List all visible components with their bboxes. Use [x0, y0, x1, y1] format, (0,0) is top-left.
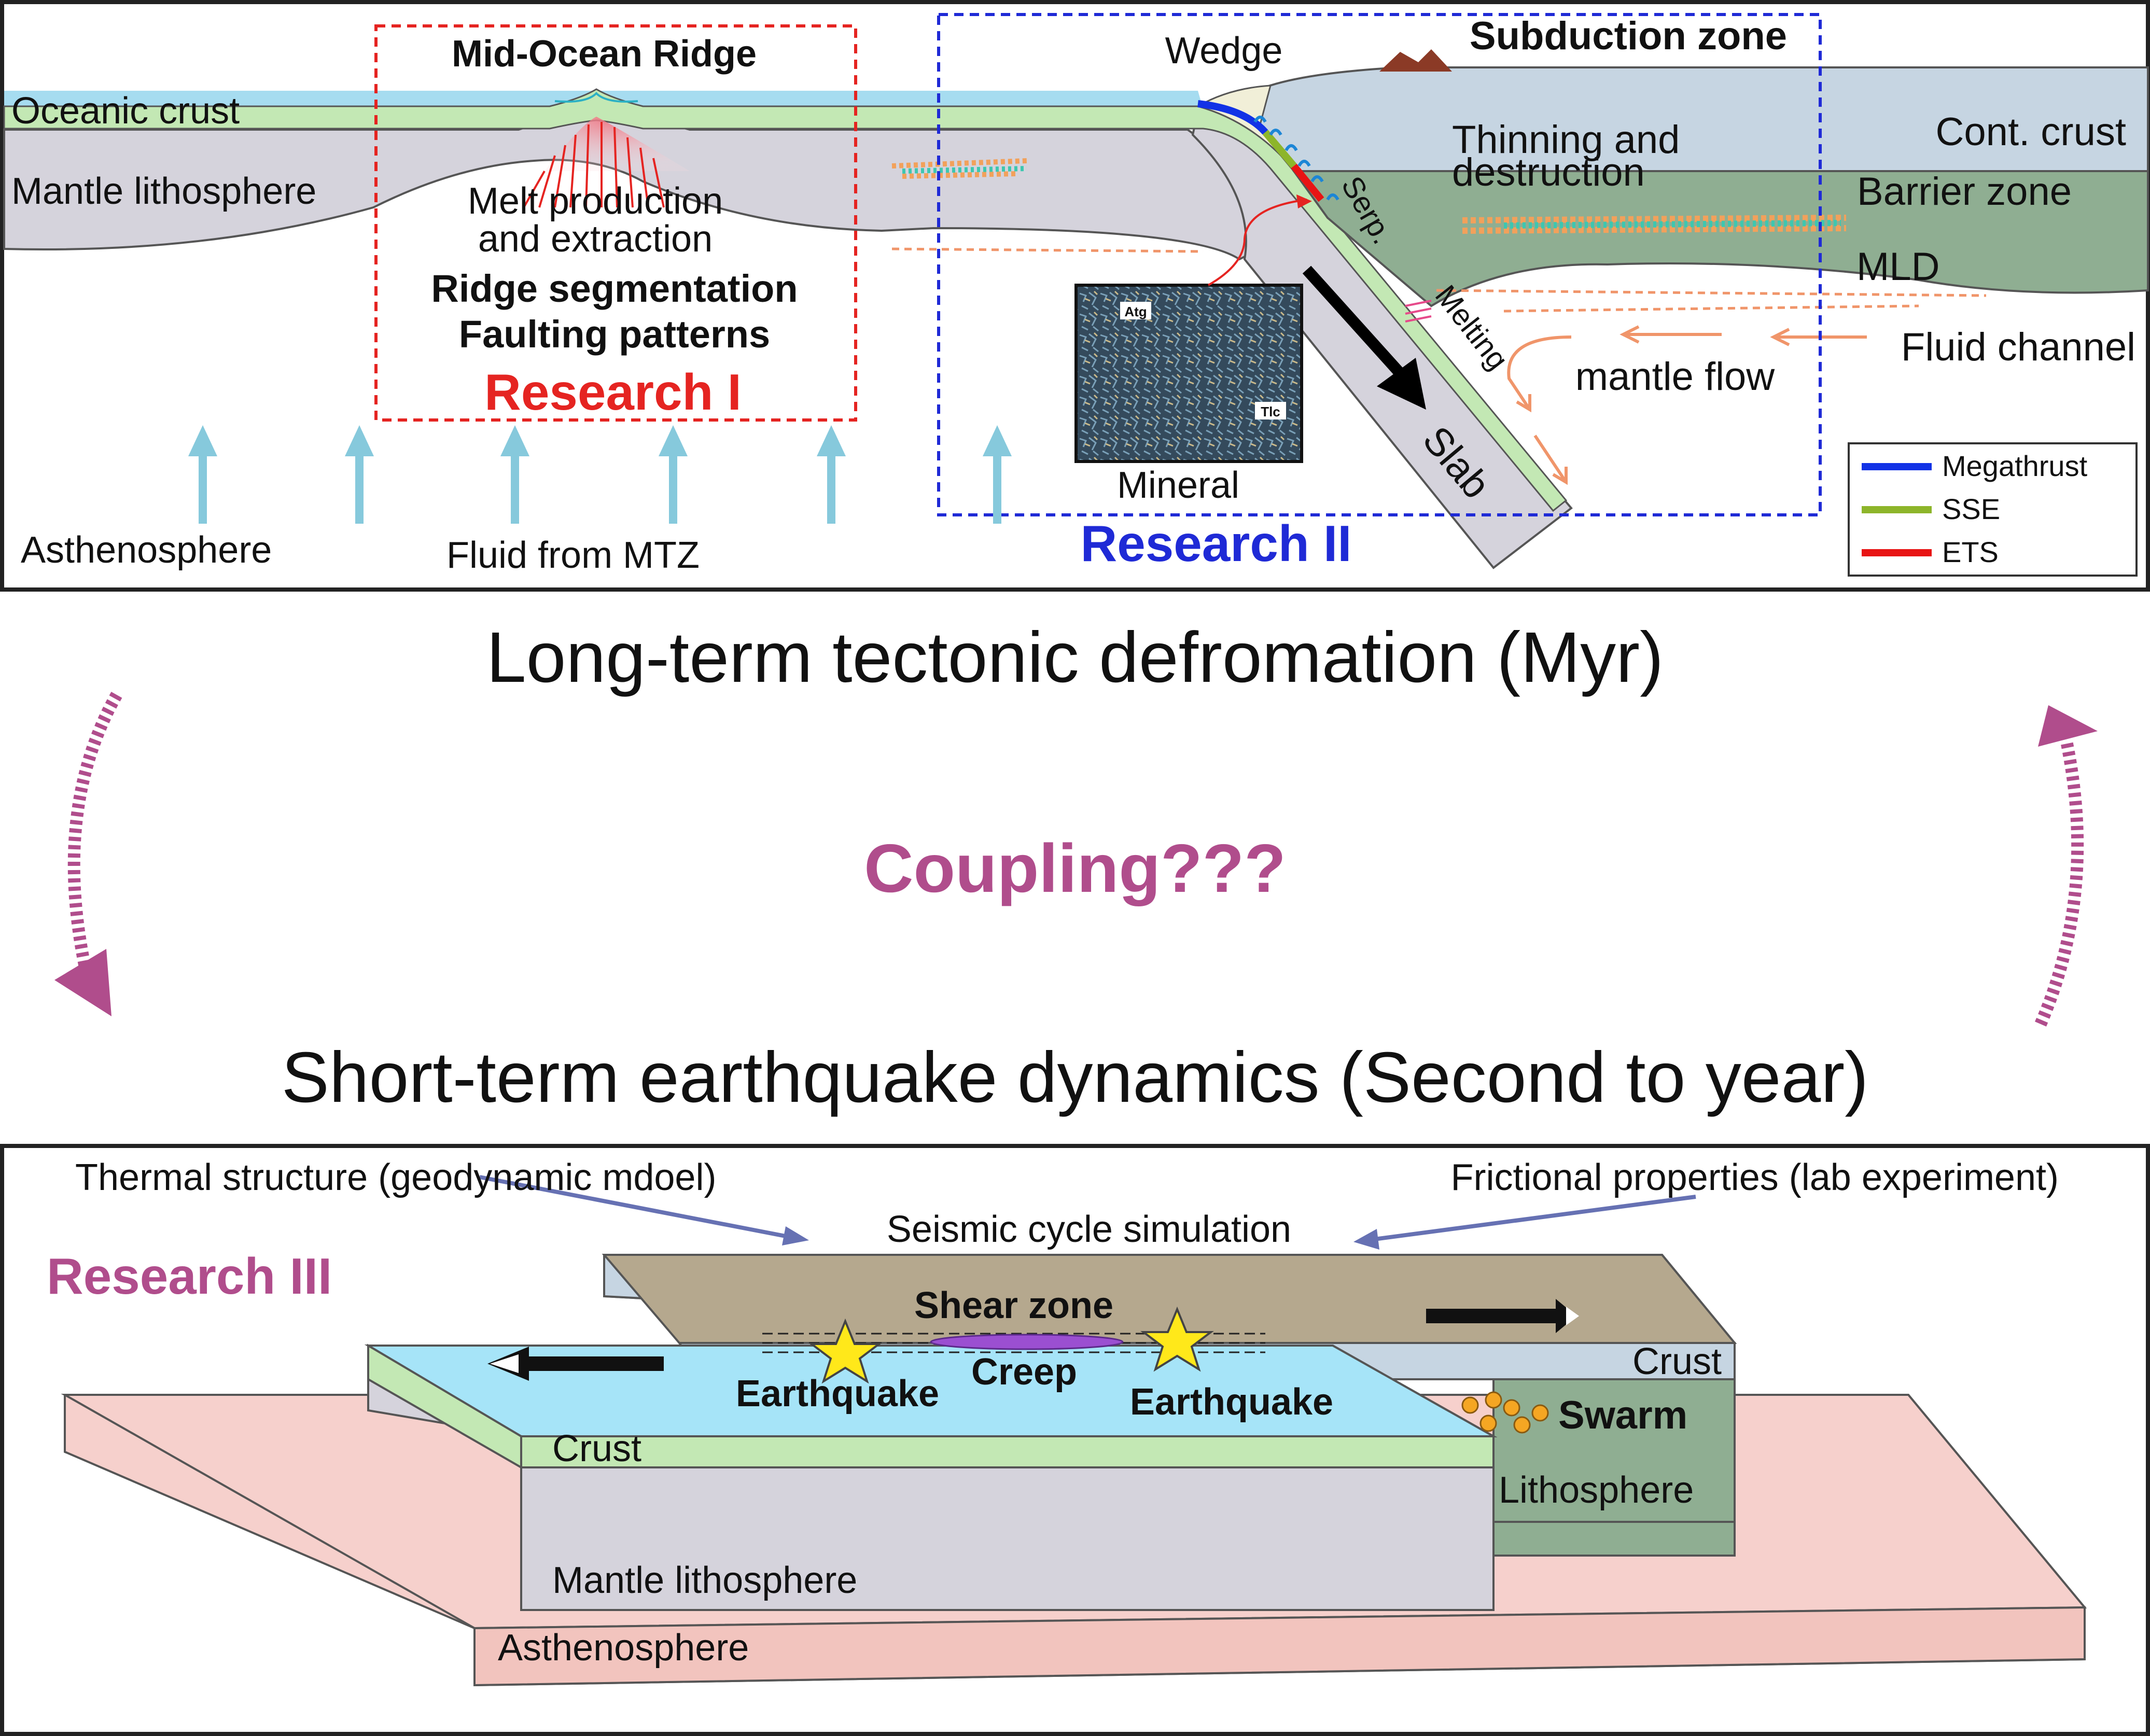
label-thinning-line1: Thinning and	[1452, 118, 1680, 162]
label-seismic-cycle: Seismic cycle simulation	[887, 1209, 1291, 1250]
label-cont-crust: Cont. crust	[1936, 110, 2126, 154]
asthenosphere-upwelling-arrows	[188, 425, 1012, 524]
barrier-fluid-teal	[1503, 220, 1841, 229]
label-long-term: Long-term tectonic defromation (Myr)	[486, 618, 1664, 697]
friction-input-arrow-shaft	[1374, 1195, 1696, 1241]
label-ridge-segmentation: Ridge segmentation	[431, 267, 798, 310]
fluid-network-orange	[891, 158, 1027, 179]
melt-region	[545, 117, 690, 171]
label-atg: Atg	[1124, 304, 1147, 319]
creep-patch	[930, 1334, 1124, 1350]
label-asthenosphere-bottom: Asthenosphere	[498, 1627, 749, 1669]
melt-arrows	[523, 122, 665, 208]
upwelling-arrow	[817, 425, 846, 524]
ets-segment	[1291, 163, 1324, 202]
label-coupling: Coupling???	[864, 830, 1286, 906]
coupling-arrow-left-head	[54, 949, 111, 1016]
label-thermal-structure: Thermal structure (geodynamic mdoel)	[75, 1157, 716, 1198]
fluid-channel-network	[891, 247, 1987, 313]
label-asthenosphere-top: Asthenosphere	[21, 529, 272, 571]
upwelling-arrow	[659, 425, 688, 524]
coupling-arrow-right-curve	[2034, 740, 2084, 1027]
label-subduction-zone: Subduction zone	[1470, 14, 1787, 58]
thermal-input-arrow-shaft	[479, 1175, 789, 1239]
label-oceanic-crust: Oceanic crust	[11, 90, 240, 132]
swarm-dots	[1461, 1391, 1549, 1434]
label-tlc: Tlc	[1261, 404, 1280, 419]
label-mid-ocean-ridge: Mid-Ocean Ridge	[452, 33, 757, 75]
label-creep: Creep	[971, 1351, 1077, 1393]
label-research-2: Research II	[1081, 515, 1352, 572]
label-barrier-zone: Barrier zone	[1857, 170, 2072, 214]
fluid-network-teal	[902, 166, 1027, 174]
label-research-1: Research I	[484, 363, 742, 421]
mineral-pointer-head	[1296, 194, 1312, 208]
earthquake-star-right	[1140, 1306, 1214, 1372]
volcano-icon	[1379, 49, 1452, 72]
right-plate-motion-highlight	[1566, 1307, 1579, 1325]
label-earthquake-left: Earthquake	[736, 1373, 939, 1415]
front-plate-crust-face	[520, 1435, 1495, 1468]
continental-lithosphere	[1292, 170, 2149, 307]
label-fluid-channel: Fluid channel	[1901, 325, 2135, 369]
sse-segment	[1262, 130, 1297, 169]
label-mld: MLD	[1856, 245, 1939, 289]
mineral-pointer-line	[1208, 199, 1307, 286]
melting-marks	[1405, 300, 1432, 323]
slab-sinking-arrow-shaft	[1302, 265, 1405, 377]
label-crust-right: Crust	[1632, 1341, 1722, 1382]
front-plate-mantle-face	[520, 1466, 1495, 1611]
label-mantle-flow: mantle flow	[1575, 355, 1775, 399]
megathrust-segment	[1197, 100, 1268, 135]
legend-label-megathrust: Megathrust	[1942, 450, 2088, 482]
upwelling-arrow	[983, 425, 1012, 524]
mantle-flow-arrows	[1507, 325, 1867, 485]
barrier-fluid-orange	[1462, 215, 1847, 234]
mineral-micrograph	[1074, 284, 1303, 463]
label-lithosphere: Lithosphere	[1499, 1469, 1694, 1511]
label-fluid-from-mtz: Fluid from MTZ	[446, 535, 700, 576]
coupling-arrow-left-curve	[67, 692, 122, 971]
label-thinning-line2: destruction	[1452, 150, 1645, 194]
middle-section: Long-term tectonic defromation (Myr) Cou…	[54, 618, 2098, 1117]
left-plate-motion-highlight	[490, 1354, 519, 1373]
label-melt-line1: Melt production	[468, 180, 723, 222]
upwelling-arrow	[500, 425, 529, 524]
label-shear-zone: Shear zone	[914, 1285, 1113, 1326]
atg-label-box	[1120, 302, 1151, 319]
label-swarm: Swarm	[1558, 1393, 1687, 1437]
top-panel: Megathrust SSE ETS Mid-Ocean Ridge Subdu…	[0, 0, 2150, 592]
label-frictional-properties: Frictional properties (lab experiment)	[1451, 1157, 2059, 1198]
label-earthquake-right: Earthquake	[1130, 1381, 1333, 1423]
label-mantle-lithosphere-bottom: Mantle lithosphere	[552, 1560, 857, 1601]
slab-sinking-arrow-head	[1377, 358, 1426, 410]
tlc-label-box	[1255, 402, 1286, 419]
label-mineral: Mineral	[1117, 465, 1239, 506]
label-short-term: Short-term earthquake dynamics (Second t…	[282, 1038, 1868, 1117]
label-mantle-lithosphere-top: Mantle lithosphere	[11, 171, 316, 212]
research-1-box	[374, 24, 857, 422]
research-2-box	[937, 13, 1822, 516]
earthquake-star-left	[808, 1318, 882, 1384]
label-melt-line2: and extraction	[478, 218, 713, 260]
legend-label-ets: ETS	[1942, 536, 1999, 568]
label-faulting-patterns: Faulting patterns	[459, 313, 770, 356]
legend-label-sse: SSE	[1942, 493, 2000, 525]
upwelling-arrow	[188, 425, 217, 524]
thermal-input-arrow-head	[782, 1226, 809, 1245]
coupling-arrow-right-head	[2038, 705, 2098, 747]
ridge-axis-icon	[554, 92, 638, 103]
asthenosphere-front	[473, 1606, 2086, 1687]
label-crust-front: Crust	[552, 1428, 641, 1469]
fluid-release-markers	[1253, 116, 1339, 201]
bottom-panel: Thermal structure (geodynamic mdoel) Fri…	[0, 1144, 2150, 1736]
upwelling-arrow	[345, 425, 374, 524]
label-wedge: Wedge	[1165, 30, 1283, 72]
friction-input-arrow-head	[1353, 1229, 1379, 1250]
label-research-3: Research III	[47, 1248, 332, 1305]
